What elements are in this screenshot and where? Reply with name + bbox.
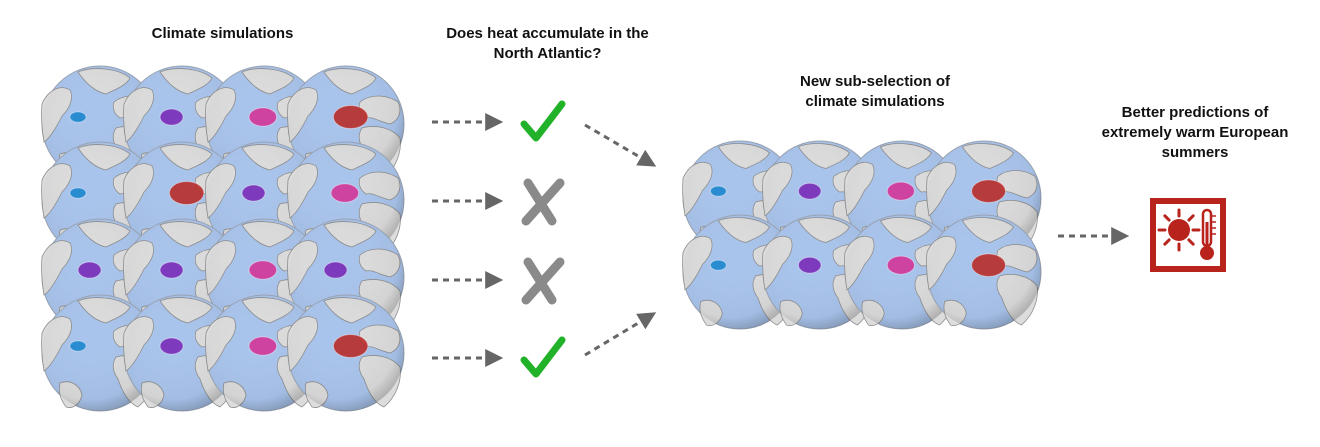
- heat-blob-purple: [797, 256, 822, 274]
- heat-blob-blue: [69, 340, 87, 352]
- heat-blob-purple: [159, 108, 184, 126]
- heat-blob-purple: [241, 184, 266, 202]
- climate-simulations-label: Climate simulations: [151, 25, 294, 42]
- heat-blob-purple: [159, 337, 184, 355]
- heat-blob-red: [332, 105, 369, 130]
- heat-blob-pink: [330, 183, 360, 203]
- predictions-label-line3: summers: [1161, 144, 1229, 161]
- cross-icon: [521, 257, 565, 305]
- subselection-label-line1: New sub-selection of: [799, 73, 951, 90]
- heat-blob-blue: [709, 185, 727, 197]
- heat-blob-pink: [248, 107, 278, 127]
- heat-blob-purple: [159, 261, 184, 279]
- cross-icon: [521, 178, 565, 226]
- subselection-globe-r2-c3: [844, 214, 960, 330]
- predictions-label-line2: extremely warm European: [1101, 124, 1289, 141]
- heat-blob-pink: [248, 336, 278, 356]
- selection-arrow-bottom: [584, 312, 657, 357]
- heat-blob-pink: [248, 260, 278, 280]
- check-icon: [520, 336, 566, 378]
- heat-blob-purple: [323, 261, 348, 279]
- heat-blob-red: [971, 179, 1007, 203]
- heat-blob-purple: [77, 261, 102, 279]
- heat-blob-red: [332, 334, 369, 359]
- heat-blob-red: [168, 181, 205, 206]
- selection-arrow-top: [584, 123, 657, 167]
- subselection-globe-r2-c4: [926, 214, 1042, 330]
- sun-thermometer-icon: [1150, 198, 1226, 272]
- predictions-label-line1: Better predictions of: [1121, 104, 1269, 121]
- question-label-line2: North Atlantic?: [493, 45, 602, 62]
- heat-blob-blue: [69, 111, 87, 123]
- question-label-line1: Does heat accumulate in the: [446, 25, 649, 42]
- subselection-label-line2: climate simulations: [805, 93, 945, 110]
- heat-blob-blue: [69, 187, 87, 199]
- heat-blob-pink: [886, 181, 915, 201]
- heat-blob-purple: [797, 182, 822, 200]
- heat-blob-red: [971, 253, 1007, 277]
- heat-blob-pink: [886, 255, 915, 275]
- heat-blob-blue: [709, 259, 727, 271]
- simulation-globe-r4-c4: [287, 294, 405, 412]
- check-icon: [520, 100, 566, 142]
